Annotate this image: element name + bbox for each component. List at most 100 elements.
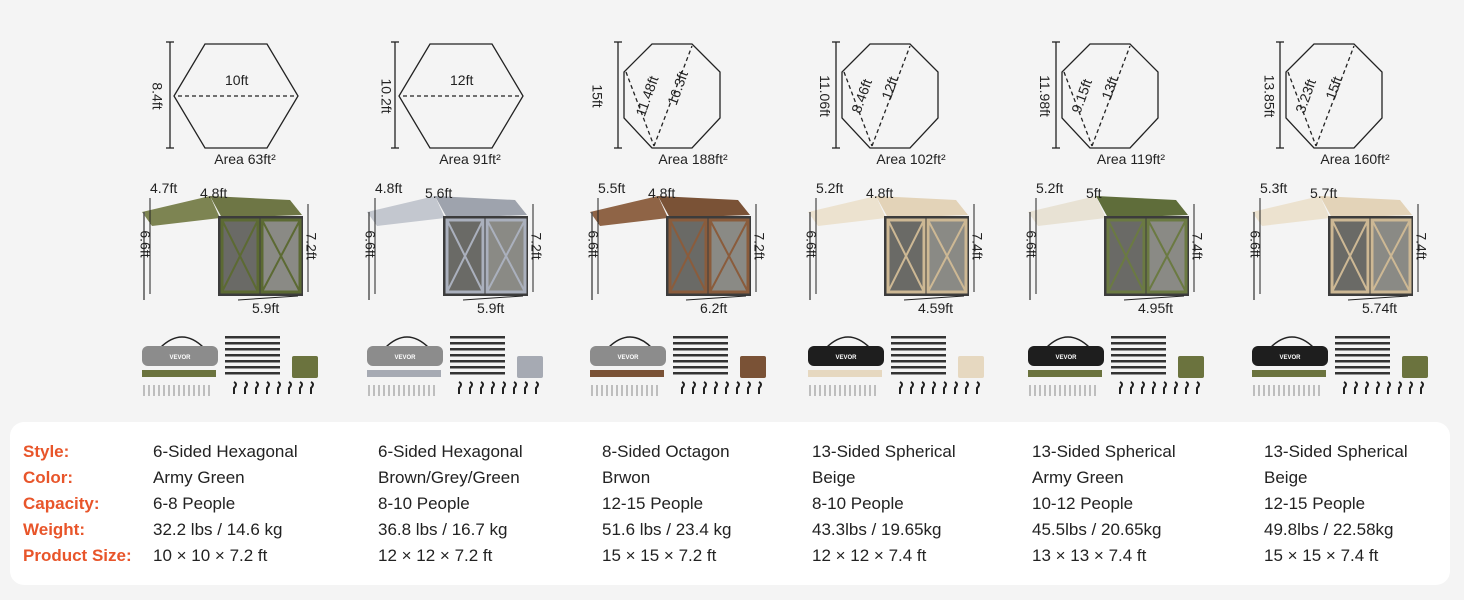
tent-roof-dim: 5ft <box>1086 185 1102 201</box>
tent-dimension-lines <box>374 198 534 301</box>
tent-roof-dim: 4.8ft <box>648 185 676 201</box>
tarp-square <box>1178 356 1204 378</box>
svg-text:VEVOR: VEVOR <box>617 355 639 361</box>
spec-size-value: 10 × 10 × 7.2 ft <box>153 546 268 565</box>
spec-color-value: Brwon <box>602 468 651 487</box>
spec-capacity-value: 12-15 People <box>602 494 704 513</box>
tent-awning-dim: 4.7ft <box>150 180 178 196</box>
product-diagram: VEVOR <box>1028 41 1204 396</box>
spec-size-value: 12 × 12 × 7.4 ft <box>812 546 927 565</box>
floor-plan-octagon <box>614 41 721 149</box>
tent-base-dim: 5.74ft <box>1362 300 1398 316</box>
floor-area: Area 102ft² <box>876 151 946 167</box>
svg-text:VEVOR: VEVOR <box>835 355 857 361</box>
carry-bag <box>590 346 666 366</box>
spec-weight-value: 51.6 lbs / 23.4 kg <box>602 520 732 539</box>
svg-text:VEVOR: VEVOR <box>1055 355 1077 361</box>
floor-height-dim: 8.4ft <box>149 82 166 110</box>
tent-base-dim: 5.9ft <box>252 300 280 316</box>
spec-style-value: 13-Sided Spherical <box>1264 442 1408 461</box>
svg-text:VEVOR: VEVOR <box>1279 355 1301 361</box>
tent-photo <box>1252 196 1413 300</box>
spec-color-value: Brown/Grey/Green <box>378 468 520 487</box>
tent-awning-dim: 5.5ft <box>598 180 626 196</box>
tent-right-height-dim: 7.4ft <box>1413 232 1430 260</box>
tent-right-height-dim: 7.2ft <box>751 232 768 260</box>
floor-area: Area 63ft² <box>214 151 276 167</box>
floor-height-dim: 15ft <box>589 84 606 108</box>
tent-photo <box>367 196 528 300</box>
floor-height-dim: 13.85ft <box>1261 74 1278 118</box>
spec-size-value: 12 × 12 × 7.2 ft <box>378 546 493 565</box>
product-diagram: VEVOR <box>590 41 766 396</box>
tent-dimension-lines <box>1259 198 1419 301</box>
spec-weight-value: 43.3lbs / 19.65kg <box>812 520 942 539</box>
tent-left-height-dim: 6.6ft <box>803 230 820 258</box>
floor-area: Area 160ft² <box>1320 151 1390 167</box>
svg-text:VEVOR: VEVOR <box>394 355 416 361</box>
spec-weight-value: 32.2 lbs / 14.6 kg <box>153 520 283 539</box>
carry-bag <box>1252 346 1328 366</box>
tent-roof-dim: 4.8ft <box>200 185 228 201</box>
spec-capacity-value: 8-10 People <box>812 494 904 513</box>
tent-dimension-lines <box>815 198 975 301</box>
floor-plan-octagon <box>1276 41 1383 149</box>
spec-color-value: Beige <box>1264 468 1308 487</box>
spec-style-value: 13-Sided Spherical <box>1032 442 1176 461</box>
carry-bag <box>142 346 218 366</box>
tent-photo <box>1028 196 1189 300</box>
accessories: VEVOR <box>367 336 543 396</box>
floor-height-dim: 11.98ft <box>1036 75 1053 117</box>
tent-right-height-dim: 7.2ft <box>528 232 545 260</box>
tent-base-dim: 5.9ft <box>477 300 505 316</box>
tent-base-dim: 6.2ft <box>700 300 728 316</box>
tent-roof-dim: 5.6ft <box>425 185 453 201</box>
tent-roof-dim: 4.8ft <box>866 185 894 201</box>
spec-capacity-value: 8-10 People <box>378 494 470 513</box>
floor-height-dim: 10.2ft <box>378 78 395 114</box>
accessories: VEVOR <box>808 336 984 396</box>
spec-capacity-value: 12-15 People <box>1264 494 1366 513</box>
spec-row-label: Product Size: <box>23 546 132 565</box>
tent-dimension-lines <box>1035 198 1195 301</box>
tent-right-height-dim: 7.4ft <box>969 232 986 260</box>
floor-width-dim: 10ft <box>225 72 249 88</box>
accessories: VEVOR <box>1028 336 1204 396</box>
tent-right-height-dim: 7.4ft <box>1189 232 1206 260</box>
tarp-square <box>292 356 318 378</box>
floor-area: Area 188ft² <box>658 151 728 167</box>
accessories: VEVOR <box>590 336 766 396</box>
spec-size-value: 15 × 15 × 7.2 ft <box>602 546 717 565</box>
spec-style-value: 13-Sided Spherical <box>812 442 956 461</box>
tent-awning-dim: 5.2ft <box>1036 180 1064 196</box>
tent-photo <box>808 196 969 300</box>
tent-left-height-dim: 6.6ft <box>362 230 379 258</box>
tarp-square <box>958 356 984 378</box>
tent-base-dim: 4.59ft <box>918 300 954 316</box>
carry-bag <box>367 346 443 366</box>
spec-row-label: Weight: <box>23 520 86 539</box>
floor-width-dim: 12ft <box>450 72 474 88</box>
spec-row-label: Color: <box>23 468 74 487</box>
spec-weight-value: 49.8lbs / 22.58kg <box>1264 520 1394 539</box>
tent-awning-dim: 5.2ft <box>816 180 844 196</box>
tarp-square <box>740 356 766 378</box>
tent-roof-dim: 5.7ft <box>1310 185 1338 201</box>
accessories: VEVOR <box>1252 336 1428 396</box>
tent-base-dim: 4.95ft <box>1138 300 1174 316</box>
spec-color-value: Beige <box>812 468 856 487</box>
tent-left-height-dim: 6.6ft <box>137 230 154 258</box>
product-diagram: VEVOR <box>142 41 318 396</box>
spec-weight-value: 36.8 lbs / 16.7 kg <box>378 520 508 539</box>
floor-plan-octagon <box>832 41 939 149</box>
tent-right-height-dim: 7.2ft <box>303 232 320 260</box>
floor-plan-hexagon <box>391 41 524 149</box>
spec-style-value: 6-Sided Hexagonal <box>378 442 523 461</box>
tarp-square <box>517 356 543 378</box>
floor-plan-hexagon <box>166 41 299 149</box>
spec-color-value: Army Green <box>1032 468 1124 487</box>
